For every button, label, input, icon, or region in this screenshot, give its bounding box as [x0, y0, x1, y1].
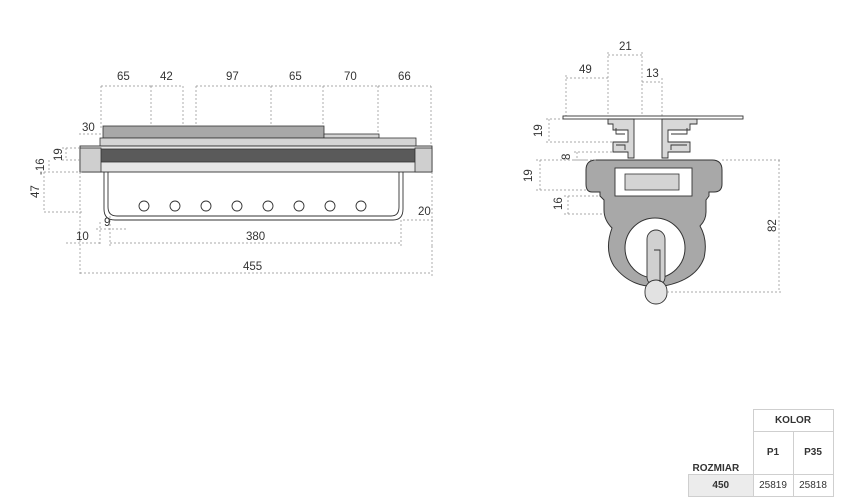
slide-upper	[102, 125, 325, 139]
hook	[262, 200, 274, 212]
table-row: ROZMIAR P1 P35	[689, 431, 834, 475]
carriage-rail-dark	[99, 148, 416, 163]
dim-455: 455	[243, 261, 262, 273]
dim-19-mid: 19	[523, 169, 535, 182]
dim-8: 8	[561, 154, 573, 160]
rozmiar-label: ROZMIAR	[692, 462, 740, 474]
hook	[293, 200, 305, 212]
kolor-header: KOLOR	[752, 409, 834, 432]
table-row: KOLOR	[689, 409, 834, 432]
top-extension-lines	[100, 85, 432, 148]
code-p35: 25818	[792, 473, 834, 497]
table-row: 450 25819 25818	[688, 473, 834, 497]
hanger-stem	[646, 229, 666, 287]
spec-table: KOLOR ROZMIAR P1 P35 450 25819 25818	[688, 409, 834, 497]
dim-380: 380	[246, 231, 265, 243]
dim-70: 70	[344, 71, 357, 83]
size-cell: 450	[688, 473, 754, 497]
p35-header: P35	[792, 431, 834, 475]
slide-profile-right	[661, 118, 698, 159]
dim-66: 66	[398, 71, 411, 83]
end-cap-left	[79, 147, 102, 173]
dim-82: 82	[767, 219, 779, 232]
dim-30: 30	[82, 122, 95, 134]
dim-16-side: -16	[35, 158, 47, 175]
hook	[355, 200, 367, 212]
dim-13: 13	[646, 68, 659, 80]
hanger-frame	[107, 172, 400, 217]
dim-21: 21	[619, 41, 632, 53]
dim-47: 47	[30, 185, 42, 198]
p1-header: P1	[752, 431, 794, 475]
dim-65-b: 65	[289, 71, 302, 83]
hanger-frame-inner	[103, 172, 404, 221]
dim-42: 42	[160, 71, 173, 83]
end-view: 21 49 13	[523, 41, 782, 305]
code-p1: 25819	[752, 473, 794, 497]
side-view: 65 42 97 65 70 66	[30, 71, 433, 276]
dim-10: 10	[76, 231, 89, 243]
dim-16-end: 16	[553, 197, 565, 210]
window-inner	[624, 173, 680, 191]
hook	[324, 200, 336, 212]
dim-19-side: 19	[53, 148, 65, 161]
dim-65-a: 65	[117, 71, 130, 83]
hooks	[138, 200, 367, 212]
slide-lower	[99, 137, 417, 147]
hanger-end	[644, 279, 668, 305]
hook	[169, 200, 181, 212]
dim-97: 97	[226, 71, 239, 83]
hook	[138, 200, 150, 212]
end-cap-right	[414, 147, 433, 173]
dim-20: 20	[418, 206, 431, 218]
dim-9: 9	[104, 217, 110, 229]
hook	[200, 200, 212, 212]
hook	[231, 200, 243, 212]
dim-49: 49	[579, 64, 592, 76]
mounting-plate	[562, 115, 744, 120]
slide-profile-left	[607, 118, 635, 159]
dim-19-top: 19	[533, 124, 545, 137]
slide-middle	[323, 133, 380, 139]
